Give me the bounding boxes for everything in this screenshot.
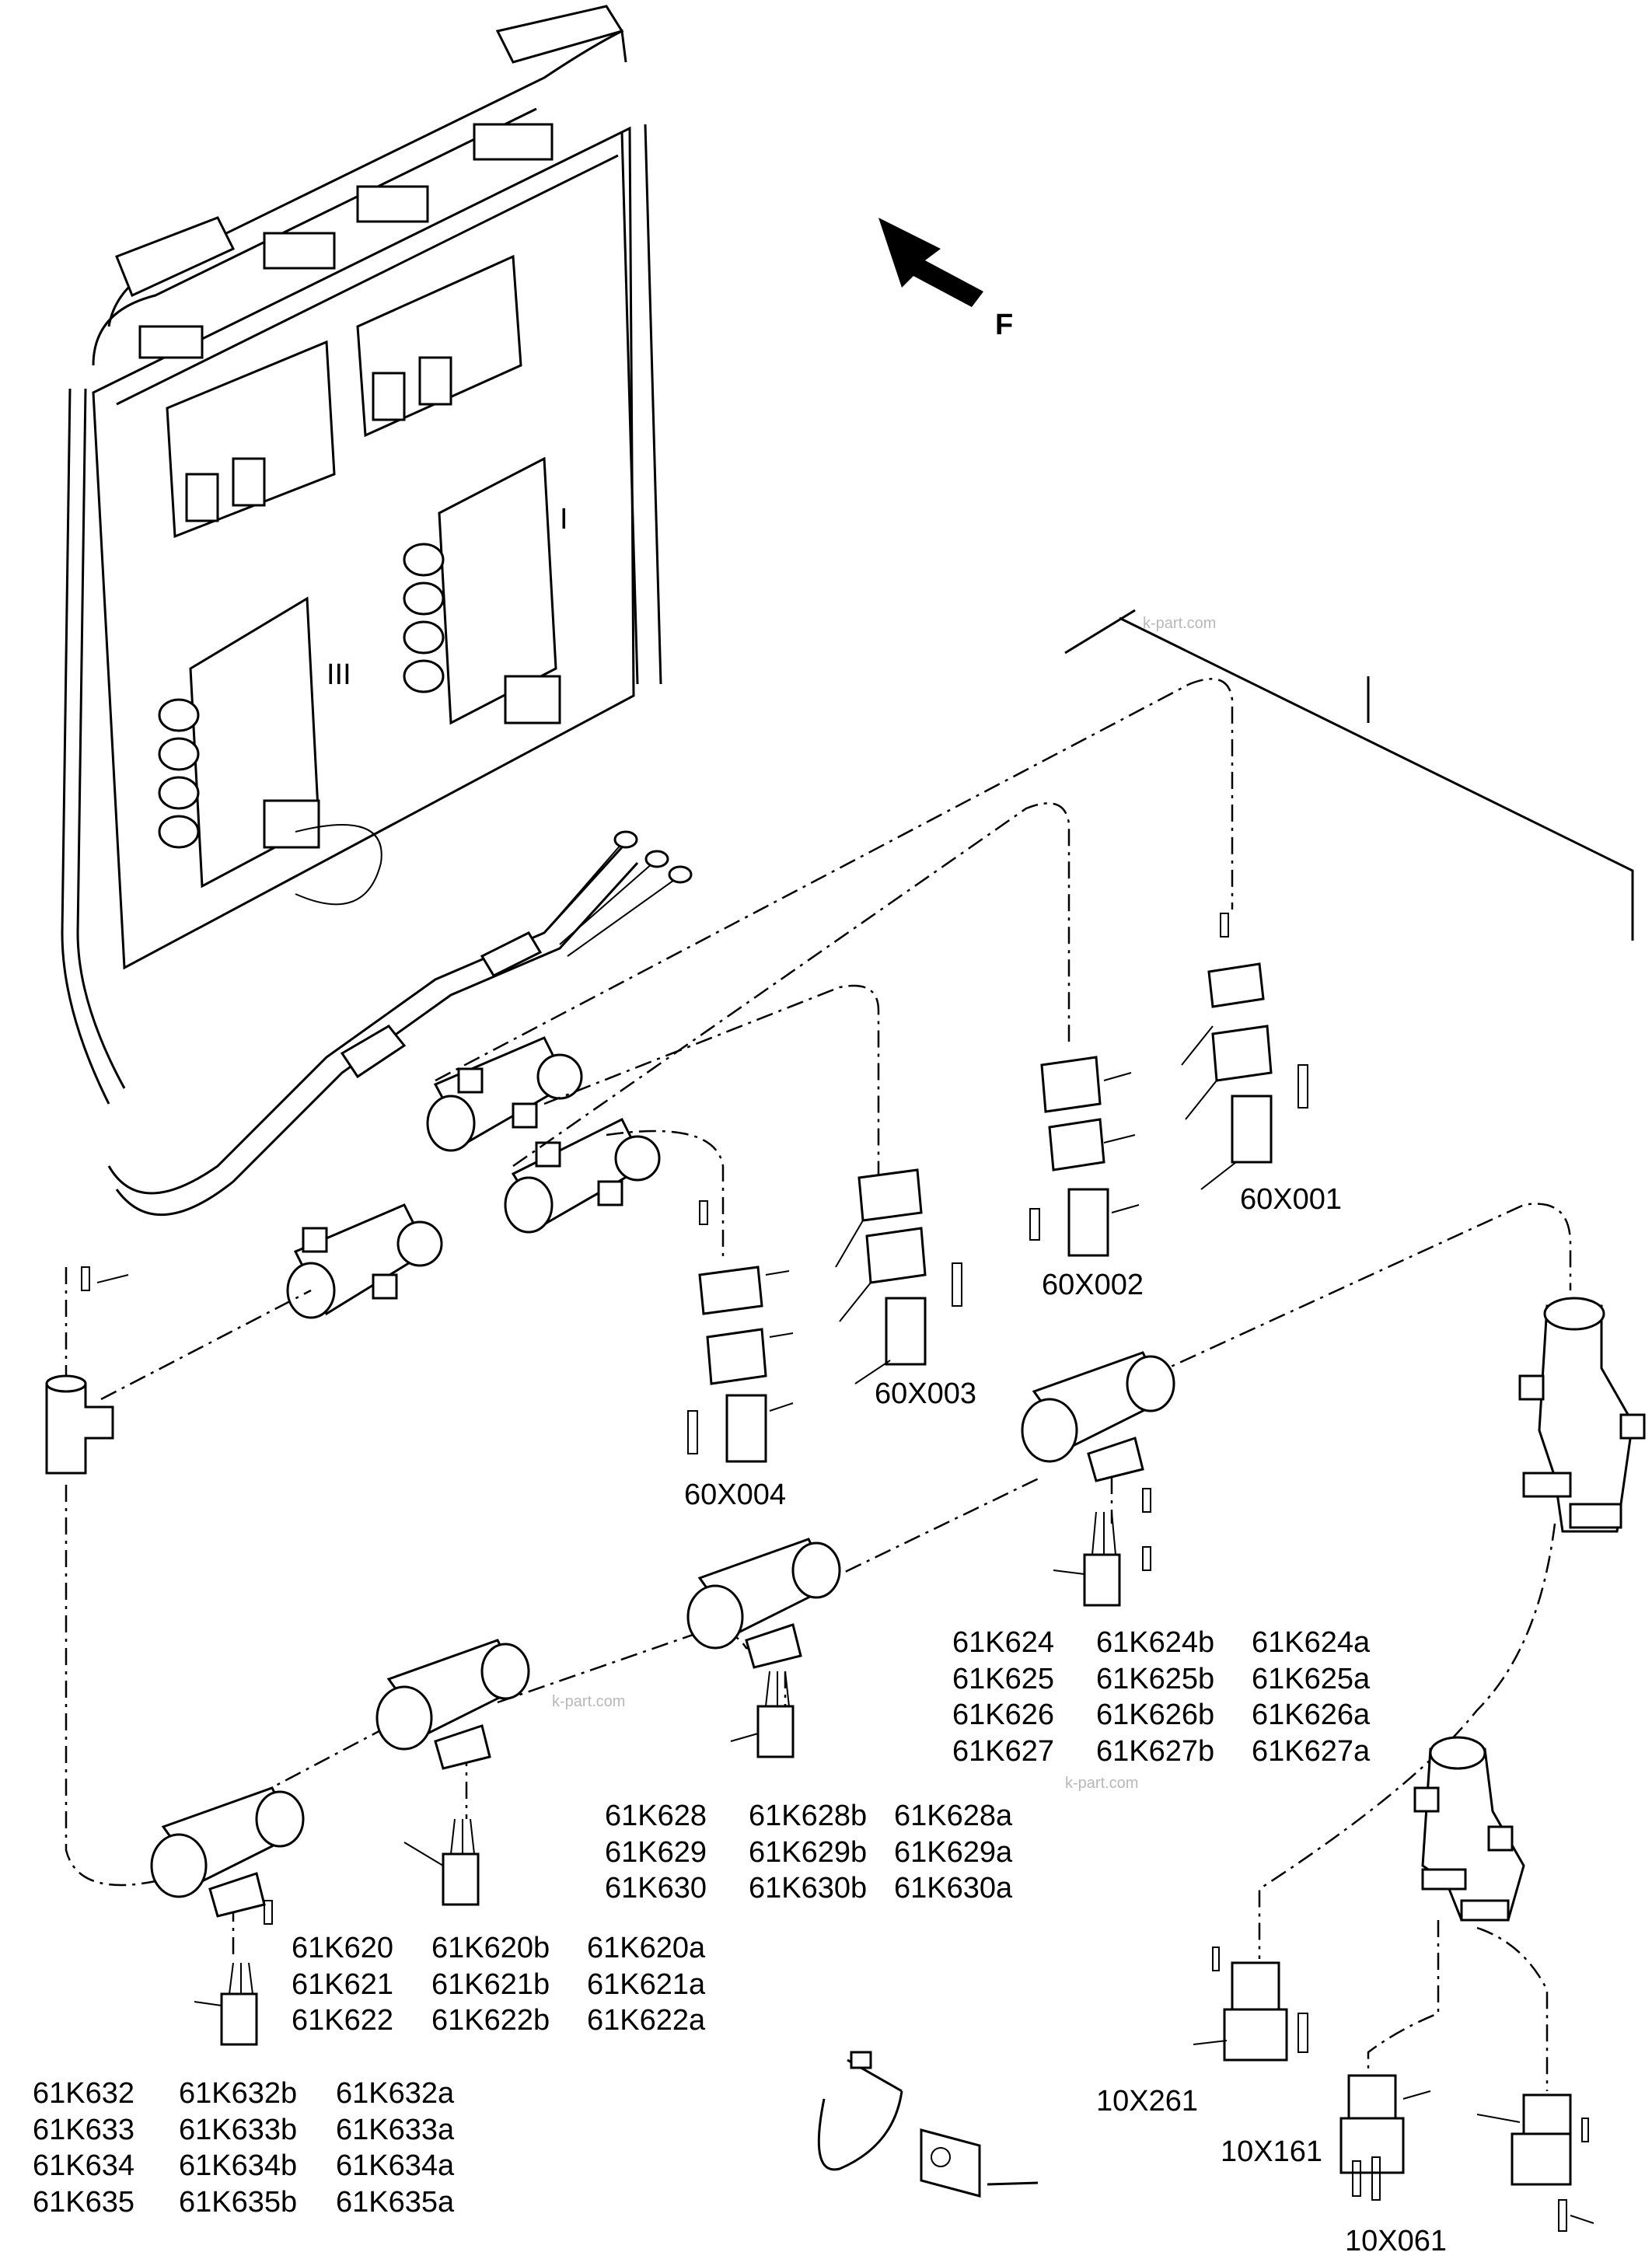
pn: 61K620b: [431, 1932, 550, 1964]
pn: 61K629a: [894, 1836, 1013, 1869]
y-fitting-right-upper: [1518, 1297, 1646, 1533]
tee-fitting-center: [686, 1538, 841, 1669]
y-fitting-lower: [286, 1203, 443, 1319]
pn: 61K621: [292, 1968, 393, 2001]
tee-fitting-lower-left: [150, 1786, 305, 1918]
connector-set-60x001: [1181, 913, 1308, 1190]
tee-fitting-upper-right: [1021, 1351, 1175, 1482]
connector-set-60x003: [835, 1168, 962, 1384]
watermark-2: k-part.com: [552, 1693, 625, 1710]
pn: 61K629b: [749, 1836, 867, 1869]
pn: 61K625b: [1096, 1663, 1214, 1695]
pn: 61K626a: [1252, 1699, 1371, 1731]
label-10x061: 10X061: [1345, 2225, 1447, 2257]
label-60x002: 60X002: [1042, 1269, 1144, 1301]
pn: 61K628a: [894, 1800, 1013, 1832]
pn: 61K633a: [336, 2114, 455, 2146]
grouping-leader-lines: [1064, 609, 1634, 941]
pn: 61K620: [292, 1932, 393, 1964]
label-10x261: 10X261: [1096, 2085, 1198, 2118]
pn: 61K622: [292, 2004, 393, 2037]
sensor-group-61k620: 61K620 61K621 61K622 61K620b 61K621b 61K…: [292, 1932, 706, 2037]
main-wiring-harness: [107, 830, 693, 1216]
pn: 61K622b: [431, 2004, 550, 2037]
pn: 61K630b: [749, 1872, 867, 1905]
sensor-lower-center: [403, 1818, 480, 1906]
label-10x161: 10X161: [1221, 2135, 1322, 2168]
pn: 61K626b: [1096, 1699, 1214, 1731]
bulkhead-connector-10x161: [1339, 2074, 1431, 2201]
label-plate: [920, 2128, 1039, 2198]
sensor-upper-right: [1053, 1488, 1151, 1607]
pn: 61K632b: [179, 2077, 297, 2110]
tee-fitting-lower-center: [375, 1639, 530, 1770]
pn: 61K625: [952, 1663, 1054, 1695]
pn: 61K633b: [179, 2114, 297, 2146]
direction-indicator: F: [878, 218, 1013, 341]
pn: 61K624a: [1252, 1626, 1371, 1659]
sensor-group-61k624: 61K624 61K625 61K626 61K627 61K624b 61K6…: [952, 1626, 1371, 1768]
pn: 61K632: [33, 2077, 134, 2110]
pn: 61K627: [952, 1735, 1054, 1768]
valve-block-top-right: [356, 254, 522, 438]
connector-set-60x004: [687, 1200, 794, 1463]
y-fitting-middle: [504, 1117, 661, 1234]
svg-text:I: I: [560, 503, 568, 536]
direction-label: F: [995, 309, 1013, 341]
pn: 61K633: [33, 2114, 134, 2146]
pn: 61K634b: [179, 2149, 297, 2182]
routing-lines: [65, 678, 1572, 2091]
sensor-center: [730, 1671, 795, 1758]
pn: 61K630: [605, 1872, 707, 1905]
bulkhead-connector-10x061: [1476, 2093, 1594, 2232]
pn: 61K635b: [179, 2186, 297, 2219]
valve-block-i: I: [403, 456, 568, 725]
sensor-group-61k628: 61K628 61K629 61K630 61K628b 61K629b 61K…: [605, 1800, 1013, 1905]
pn: 61K626: [952, 1699, 1054, 1731]
cable-tie: [817, 2051, 903, 2171]
sensor-lower-left: [194, 1900, 273, 2046]
pn: 61K620a: [587, 1932, 706, 1964]
y-fitting-upper: [426, 1036, 583, 1152]
y-fitting-right-lower: [1413, 1736, 1525, 1922]
bulkhead-connector-10x261: [1193, 1947, 1308, 2062]
pn: 61K628: [605, 1800, 707, 1832]
pn: 61K624: [952, 1626, 1054, 1659]
pn: 61K635: [33, 2186, 134, 2219]
pn: 61K628b: [749, 1800, 867, 1832]
valve-block-top-left: [166, 340, 336, 539]
pn: 61K635a: [336, 2186, 455, 2219]
pn: 61K627a: [1252, 1735, 1371, 1768]
pn: 61K634a: [336, 2149, 455, 2182]
pn: 61K625a: [1252, 1663, 1371, 1695]
label-60x003: 60X003: [875, 1377, 976, 1410]
direction-arrow-icon: [878, 218, 983, 307]
label-60x004: 60X004: [684, 1479, 786, 1511]
pn: 61K627b: [1096, 1735, 1214, 1768]
pn: 61K621a: [587, 1968, 706, 2001]
pn: 61K621b: [431, 1968, 550, 2001]
valve-panel-assembly: III I: [61, 5, 662, 1105]
pn: 61K624b: [1096, 1626, 1214, 1659]
svg-text:III: III: [327, 658, 351, 691]
pn: 61K634: [33, 2149, 134, 2182]
pn: 61K630a: [894, 1872, 1013, 1905]
label-60x001: 60X001: [1240, 1183, 1342, 1216]
valve-block-iii: III: [158, 596, 351, 889]
tee-fitting-left: [45, 1374, 114, 1475]
pn: 61K629: [605, 1836, 707, 1869]
watermark-1: k-part.com: [1143, 615, 1216, 632]
watermark-3: k-part.com: [1065, 1775, 1138, 1792]
sensor-group-61k632: 61K632 61K633 61K634 61K635 61K632b 61K6…: [33, 2077, 455, 2219]
pn: 61K632a: [336, 2077, 455, 2110]
pn: 61K622a: [587, 2004, 706, 2037]
connector-set-60x002: [1029, 1056, 1140, 1257]
